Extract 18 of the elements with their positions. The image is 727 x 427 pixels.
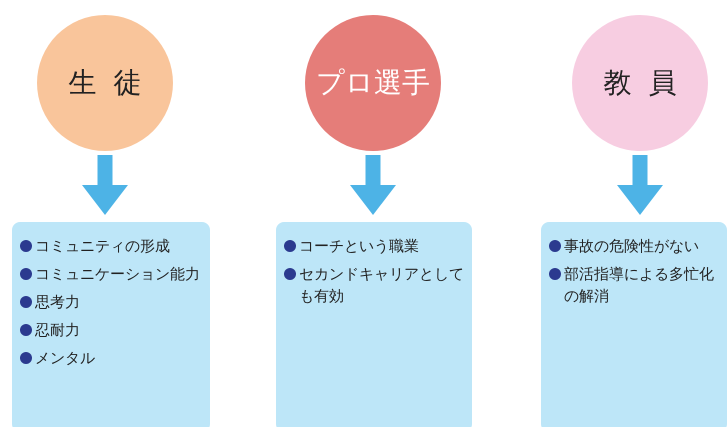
- benefit-text: コーチという職業: [299, 236, 419, 257]
- benefit-text: メンタル: [35, 348, 95, 369]
- arrow: [617, 155, 663, 215]
- benefit-text: 忍耐力: [35, 320, 80, 341]
- role-title: 生徒: [68, 65, 158, 101]
- arrow: [350, 155, 396, 215]
- benefit-text: 部活指導による多忙化の解消: [564, 264, 715, 307]
- benefit-text: コミュニティの形成: [35, 236, 170, 257]
- benefit-box: [276, 222, 472, 427]
- benefit-box: [12, 222, 210, 427]
- benefit-text: コミュニケーション能力: [35, 264, 200, 285]
- benefit-text: 思考力: [35, 292, 80, 313]
- role-title: プロ選手: [316, 65, 430, 101]
- benefit-text: 事故の危険性がない: [564, 236, 699, 257]
- role-title: 教員: [602, 65, 694, 101]
- benefit-box: [541, 222, 727, 427]
- benefit-text: セカンドキャリアとしても有効: [299, 264, 464, 307]
- arrow: [82, 155, 128, 215]
